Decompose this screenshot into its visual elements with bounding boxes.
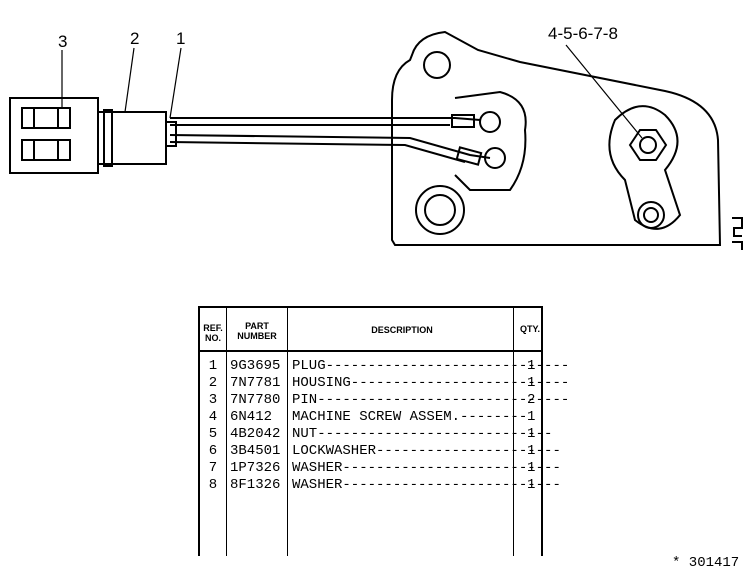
header-description: DESCRIPTION (371, 325, 433, 335)
table-row: 8 8F1326 WASHER-------------------------… (200, 477, 561, 494)
cell-desc: WASHER-------------------------- (292, 460, 561, 476)
side-reference-mark-icon (732, 217, 743, 250)
upper-left-hole (423, 51, 451, 79)
cell-part: 7N7781 (230, 375, 281, 391)
column-divider-ref (226, 308, 227, 556)
cell-ref: 4 (208, 409, 218, 425)
drawing-id: * 301417 (672, 555, 740, 571)
cell-desc: WASHER-------------------------- (292, 477, 561, 493)
leader-4 (565, 44, 643, 139)
header-part-line2: NUMBER (237, 331, 277, 341)
cell-qty: 1 (527, 460, 536, 476)
wire-lower-2 (169, 141, 466, 163)
upper-terminal (479, 111, 501, 133)
terminal-housing (454, 90, 527, 191)
terminal-crimp-lower (455, 146, 483, 166)
cell-ref: 8 (208, 477, 218, 493)
lower-right-hole-inner (643, 207, 659, 223)
screw-hex (628, 129, 668, 161)
bracket-plate (391, 30, 722, 246)
table-row: 7 1P7326 WASHER-------------------------… (200, 460, 561, 477)
cell-qty: 1 (527, 358, 536, 374)
parts-list-table: REF. NO. PART NUMBER DESCRIPTION QTY. 1 … (198, 306, 569, 556)
cell-qty: 1 (527, 409, 536, 425)
cell-part: 7N7780 (230, 392, 281, 408)
cell-desc: LOCKWASHER---------------------- (292, 443, 561, 459)
right-boss-outline (608, 105, 682, 230)
parts-drawing (9, 30, 722, 246)
header-ref-line1: REF. (203, 323, 223, 333)
cell-desc: PIN------------------------------ (292, 392, 570, 408)
cell-qty: 1 (527, 375, 536, 391)
cell-qty: 1 (527, 426, 536, 442)
header-divider (200, 350, 541, 352)
table-row: 1 9G3695 PLUG---------------------------… (200, 358, 569, 375)
cell-ref: 1 (208, 358, 218, 374)
plug-pins (21, 107, 71, 161)
housing-collar (103, 109, 113, 167)
cell-qty: 2 (527, 392, 536, 408)
terminal-crimp-upper (451, 114, 475, 128)
cell-desc: NUT---------------------------- (292, 426, 553, 442)
table-row: 2 7N7781 HOUSING------------------------… (200, 375, 569, 392)
callout-2: 2 (130, 29, 140, 48)
pin-stem (165, 121, 177, 147)
cell-qty: 1 (527, 477, 536, 493)
callout-1: 1 (176, 29, 186, 48)
leader-2 (124, 47, 135, 113)
cell-desc: MACHINE SCREW ASSEM.-------- (292, 409, 528, 425)
cell-ref: 5 (208, 426, 218, 442)
header-ref-line2: NO. (204, 333, 221, 343)
cell-part: 9G3695 (230, 358, 281, 374)
cell-desc: PLUG----------------------------- (292, 358, 570, 374)
screw-washer (639, 136, 657, 154)
cell-part: 4B2042 (230, 426, 281, 442)
callout-4-8: 4-5-6-7-8 (548, 24, 618, 43)
table-row: 3 7N7780 PIN----------------------------… (200, 392, 569, 409)
cell-part: 1P7326 (230, 460, 281, 476)
housing-body (97, 111, 167, 165)
column-divider-part (287, 308, 288, 556)
cell-ref: 3 (208, 392, 218, 408)
lower-left-boss-inner (424, 194, 456, 226)
cell-ref: 6 (208, 443, 218, 459)
lower-right-hole-outer (637, 201, 665, 229)
cell-part: 3B4501 (230, 443, 281, 459)
cell-part: 6N412 (230, 409, 273, 425)
table-row: 4 6N412 MACHINE SCREW ASSEM.-------- 1 (200, 409, 545, 426)
cell-part: 8F1326 (230, 477, 281, 493)
wire-upper (170, 117, 481, 121)
table-row: 5 4B2042 NUT----------------------------… (200, 426, 553, 443)
header-part-line1: PART (245, 321, 269, 331)
plug-body (9, 97, 99, 174)
cell-ref: 2 (208, 375, 218, 391)
header-qty: QTY. (519, 324, 540, 334)
table-row: 6 3B4501 LOCKWASHER---------------------… (200, 443, 561, 460)
leader-1 (169, 47, 182, 119)
cell-ref: 7 (208, 460, 218, 476)
header-ref-no: REF. NO. (200, 323, 226, 343)
column-divider-desc (513, 308, 514, 556)
cell-desc: HOUSING-------------------------- (292, 375, 570, 391)
lower-left-boss-outer (415, 185, 465, 235)
cell-qty: 1 (527, 443, 536, 459)
header-part-number: PART NUMBER (227, 321, 287, 341)
callout-3: 3 (58, 32, 68, 51)
